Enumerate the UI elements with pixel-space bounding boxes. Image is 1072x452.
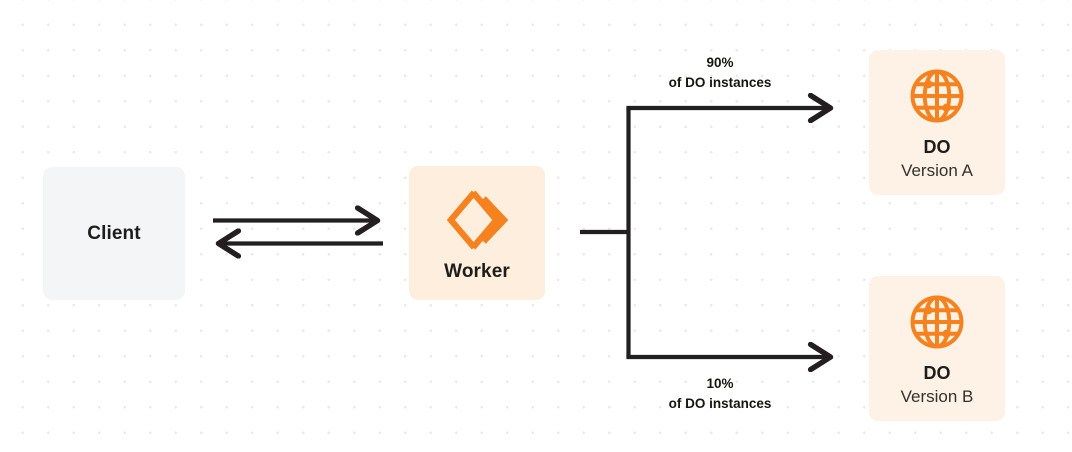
worker-chevrons-icon [446, 189, 509, 251]
edge-label-do-a-caption: of DO instances [668, 74, 772, 90]
node-client: Client [43, 167, 185, 300]
node-worker-title: Worker [444, 261, 510, 282]
node-do-b: DO Version B [869, 276, 1005, 421]
edge-label-do-b-caption: of DO instances [668, 395, 772, 411]
edge-label-do-b-percent: 10% [706, 376, 734, 391]
node-do-b-subtitle: Version B [900, 386, 974, 406]
node-do-a-title: DO [923, 137, 951, 158]
edge-label-do-a: 90% of DO instances [610, 53, 830, 92]
edge-label-do-b: 10% of DO instances [610, 374, 830, 413]
node-do-b-title: DO [923, 363, 951, 384]
globe-icon [908, 293, 966, 351]
node-do-a: DO Version A [869, 50, 1005, 195]
globe-icon [908, 67, 966, 125]
edge-label-do-a-percent: 90% [706, 55, 734, 70]
node-client-title: Client [87, 222, 141, 244]
node-do-a-subtitle: Version A [901, 160, 973, 180]
node-worker: Worker [409, 166, 545, 300]
